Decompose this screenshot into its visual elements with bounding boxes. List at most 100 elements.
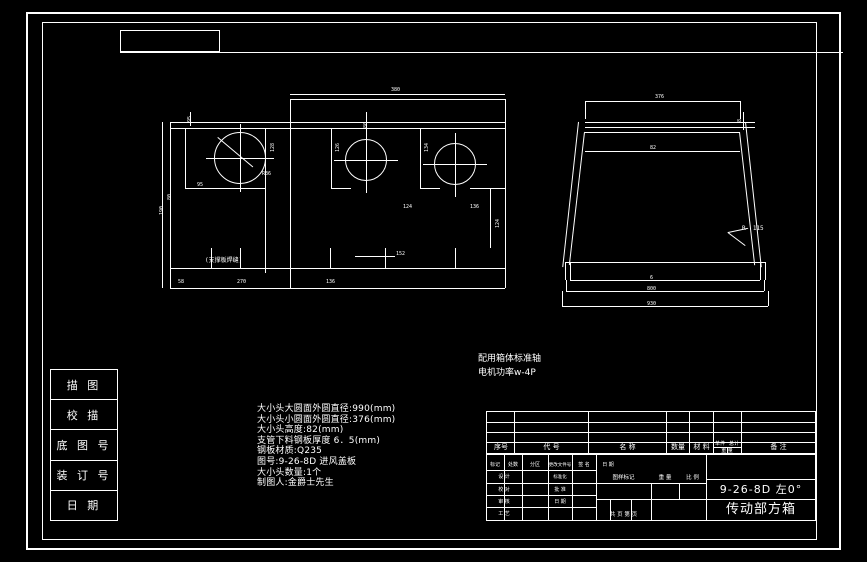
fv-bracket-4 [385,248,386,268]
dim-8: 8 [737,118,743,122]
sv-base-right-v3 [764,280,765,291]
page-label: 共 页 第 页 [609,512,638,518]
dim-152: 152 [396,251,406,257]
sig-header-sign: 签 名 [578,462,590,468]
sv-dim-8-wit [743,112,744,130]
sv-dimwit-r [740,101,741,119]
bom-header-remarks: 备 注 [770,443,787,451]
stamp-cell-check-trace[interactable]: 校 描 [51,400,117,431]
sheet-outer-border [26,12,841,550]
note-line-3: 大小头高度:82(mm) [257,425,344,436]
role-review: 审 核 [498,499,510,505]
sv-rule-a [585,122,755,123]
stage-col-d [631,499,632,521]
fv-bore-mid-cl-v [366,129,367,193]
bom-header-name: 名 称 [619,443,636,451]
dim-82: 82 [650,145,657,151]
dim-95a: 95 [187,115,193,122]
name-rule-1 [706,479,816,480]
dim-376: 376 [655,94,665,100]
role-check: 校 对 [498,487,510,493]
sig-rule-4 [486,507,596,508]
fv-dimline-86 [366,112,367,134]
bom-header-weight-group: 重 量 [721,448,733,454]
dim-380: 380 [391,87,401,93]
dim-134: 134 [424,142,430,152]
fv-bracket-2 [240,248,241,268]
notes-block: 大小头大圆面外圆直径:990(mm) 大小头小圆面外圆直径:376(mm) 大小… [257,404,395,489]
stamp-cell-base-drawing-no[interactable]: 底 图 号 [51,430,117,461]
name-rule-2 [706,499,816,500]
sv-base-left-v3 [566,280,567,291]
note-line-1: 大小头大圆面外圆直径:990(mm) [257,404,396,414]
bom-col-4 [689,411,690,454]
fv-base-rule [170,268,505,269]
fv-rib-b-foot [420,188,440,189]
sv-base-left-v4 [562,291,563,306]
dim-80: 80 [167,193,173,200]
fv-rib-b [420,128,421,188]
drawing-title: 传动部方箱 [725,502,796,517]
dim-126: 126 [335,142,341,152]
fv-top-edge [290,99,505,100]
sv-base-low [566,291,764,292]
sig-col-3 [548,454,549,521]
sig-rule-3 [486,495,596,496]
stage-col-right [706,454,707,521]
dim-124-b: 124 [403,204,413,210]
dim-136-b: 136 [470,204,480,210]
stamp-cell-trace[interactable]: 描 图 [51,370,117,401]
bom-header-total-weight: 总计 [728,441,739,447]
role-design: 设 计 [498,474,510,480]
sig-header-date: 日 期 [602,462,614,468]
sig-header-zone: 分区 [529,462,540,468]
sv-base-bottom [562,306,768,307]
stage-header-mark: 图样标记 [612,475,635,481]
sv-base-left-v2 [570,262,571,280]
mid-note-block: 配用箱体标准轴 电机功率w-4P [478,352,541,380]
note-line-7: 大小头数量:1个 [257,467,322,478]
bom-rule-3 [486,442,816,443]
fv-rib-a-foot [331,188,351,189]
note-line-4: 支管下料钢板厚度 6．5(mm) [257,435,381,446]
sig-rule-2 [486,483,596,484]
sv-rule-c [585,132,740,133]
sv-dimwit-l [585,101,586,119]
dim-930: 930 [647,301,657,307]
mid-note-line-1: 配用箱体标准轴 [478,354,542,364]
bom-col-1 [514,411,515,454]
fv-rib-a [331,128,332,188]
dim-800: 800 [647,286,657,292]
fv-bore-right-cl-v [455,133,456,197]
stamp-cell-date[interactable]: 日 期 [66,499,102,513]
sig-col-4 [572,454,573,521]
stamp-cell-binding-no[interactable]: 装 订 号 [51,461,117,491]
sheet-top-left-box [120,30,220,52]
note-line-2: 大小头小圆面外圆直径:376(mm) [257,414,396,425]
fv-right-rib-top [470,188,505,189]
bom-weight-split-v [727,447,728,454]
dim-136: 136 [326,279,336,285]
bom-rule-1 [486,422,816,423]
fv-left-inner-h [185,188,265,189]
sig-header-change-doc: 更改文件号 [548,463,572,468]
fv-partition-1 [265,128,266,273]
fv-left-edge [170,122,171,288]
fv-inner-rule-a [290,122,505,123]
drawing-number: 9-26-8D 左0° [719,483,803,496]
fv-top-left-edge [170,122,290,123]
sv-base-mid [570,280,760,281]
bom-header-qty: 数量 [671,443,685,451]
dim-124: 124 [495,218,501,228]
sig-header-count: 处数 [507,462,518,468]
sv-rule-d [585,151,740,152]
sv-base-left-v [565,262,566,280]
fv-bracket-5 [455,248,456,268]
dim-86: 86 [363,121,369,128]
role-date: 日 期 [554,499,566,505]
title-block: 序号 代 号 名 称 数量 材 料 单件 总计 重 量 备 注 标记 处数 分区… [486,411,816,521]
fv-right-rib [490,188,491,248]
sig-col-2 [522,454,523,521]
fv-dimline-top [290,94,505,95]
